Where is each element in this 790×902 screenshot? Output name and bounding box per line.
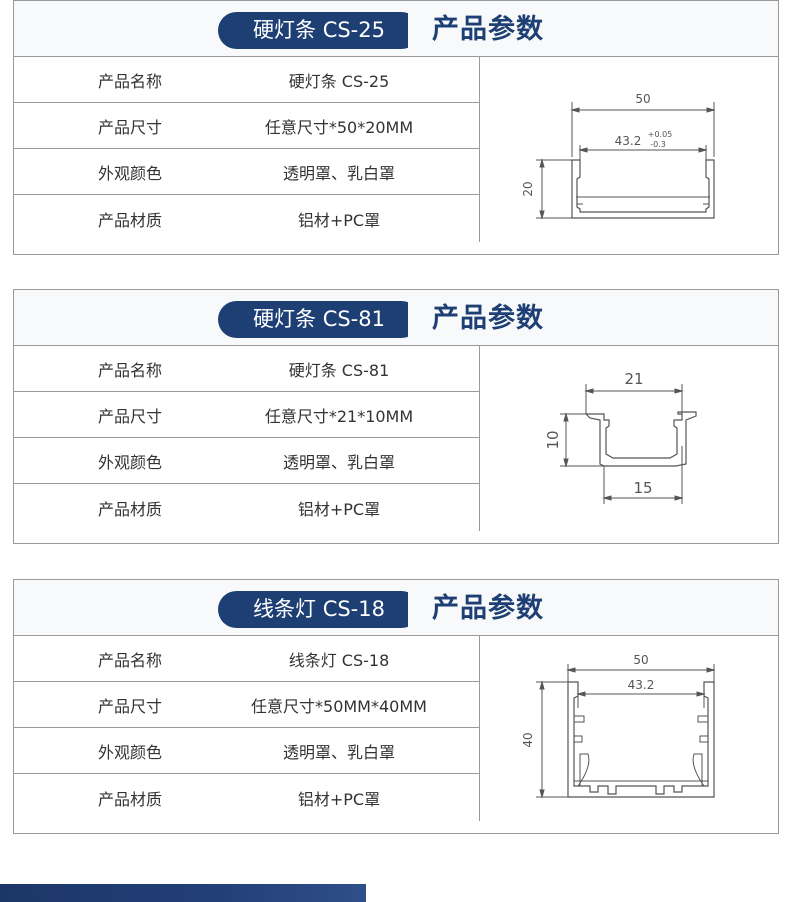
section-title: 产品参数 xyxy=(432,14,544,45)
dim-inner: 43.2 xyxy=(615,134,642,148)
dim-width: 50 xyxy=(633,653,648,667)
dim-tol-plus: +0.05 xyxy=(648,130,673,139)
dim-height: 20 xyxy=(521,181,535,196)
table-row: 产品材质 铝材+PC罩 xyxy=(14,195,479,242)
product-name-pill: 硬灯条 CS-81 xyxy=(218,301,420,338)
row-label: 外观颜色 xyxy=(97,742,162,762)
bottom-banner-bar xyxy=(0,884,366,902)
table-row: 产品尺寸 任意尺寸*21*10MM xyxy=(14,392,479,438)
dim-width: 21 xyxy=(624,370,643,388)
table-row: 产品材质 铝材+PC罩 xyxy=(14,774,479,821)
product-block-cs81: 硬灯条 CS-81 产品参数 产品名称 硬灯条 CS-81 产品尺寸 任意尺寸*… xyxy=(13,289,779,544)
spec-table: 产品名称 硬灯条 CS-81 产品尺寸 任意尺寸*21*10MM 外观颜色 透明… xyxy=(14,346,480,531)
block-header: 线条灯 CS-18 产品参数 xyxy=(14,580,778,636)
block-header: 硬灯条 CS-81 产品参数 xyxy=(14,290,778,346)
table-row: 产品尺寸 任意尺寸*50MM*40MM xyxy=(14,682,479,728)
profile-diagram: 50 43.2 40 xyxy=(480,636,778,821)
profile-drawing-cs25: 50 43.2 +0.05 -0.3 20 xyxy=(521,92,716,220)
table-row: 外观颜色 透明罩、乳白罩 xyxy=(14,438,479,484)
block-header: 硬灯条 CS-25 产品参数 xyxy=(14,1,778,57)
section-title: 产品参数 xyxy=(432,303,544,334)
product-name-pill: 线条灯 CS-18 xyxy=(218,591,420,628)
table-row: 产品尺寸 任意尺寸*50*20MM xyxy=(14,103,479,149)
row-label: 外观颜色 xyxy=(97,163,162,183)
row-value: 任意尺寸*21*10MM xyxy=(264,406,414,426)
dim-height: 40 xyxy=(521,732,535,747)
table-row: 产品名称 硬灯条 CS-25 xyxy=(14,57,479,103)
spec-table: 产品名称 线条灯 CS-18 产品尺寸 任意尺寸*50MM*40MM 外观颜色 … xyxy=(14,636,480,821)
product-name-pill: 硬灯条 CS-25 xyxy=(218,12,420,49)
table-row: 产品名称 硬灯条 CS-81 xyxy=(14,346,479,392)
row-value: 线条灯 CS-18 xyxy=(288,650,390,670)
profile-drawing-cs18: 50 43.2 40 xyxy=(521,653,716,799)
row-value: 铝材+PC罩 xyxy=(297,789,381,809)
section-title: 产品参数 xyxy=(432,593,544,624)
row-value: 硬灯条 CS-81 xyxy=(288,360,390,380)
product-block-cs18: 线条灯 CS-18 产品参数 产品名称 线条灯 CS-18 产品尺寸 任意尺寸*… xyxy=(13,579,779,834)
table-row: 产品材质 铝材+PC罩 xyxy=(14,484,479,531)
row-label: 产品尺寸 xyxy=(97,117,162,137)
row-label: 产品名称 xyxy=(97,650,162,670)
dim-bottom: 15 xyxy=(633,479,652,497)
row-label: 产品材质 xyxy=(97,210,162,230)
spec-table: 产品名称 硬灯条 CS-25 产品尺寸 任意尺寸*50*20MM 外观颜色 透明… xyxy=(14,57,480,242)
row-value: 任意尺寸*50MM*40MM xyxy=(251,696,427,716)
row-value: 任意尺寸*50*20MM xyxy=(264,117,414,137)
profile-diagram: 50 43.2 +0.05 -0.3 20 xyxy=(480,57,778,242)
table-row: 外观颜色 透明罩、乳白罩 xyxy=(14,149,479,195)
row-value: 透明罩、乳白罩 xyxy=(282,452,395,472)
row-label: 产品尺寸 xyxy=(97,406,162,426)
row-value: 铝材+PC罩 xyxy=(297,210,381,230)
row-label: 产品名称 xyxy=(97,360,162,380)
product-block-cs25: 硬灯条 CS-25 产品参数 产品名称 硬灯条 CS-25 产品尺寸 任意尺寸*… xyxy=(13,0,779,255)
row-label: 产品尺寸 xyxy=(97,696,162,716)
table-row: 外观颜色 透明罩、乳白罩 xyxy=(14,728,479,774)
dim-tol-minus: -0.3 xyxy=(650,140,666,149)
dim-height: 10 xyxy=(544,430,562,449)
row-value: 透明罩、乳白罩 xyxy=(282,163,395,183)
dim-width: 50 xyxy=(635,92,650,106)
profile-diagram: 21 10 15 xyxy=(480,346,778,531)
dim-inner: 43.2 xyxy=(628,678,655,692)
row-label: 产品材质 xyxy=(97,789,162,809)
row-value: 硬灯条 CS-25 xyxy=(288,71,390,91)
row-value: 铝材+PC罩 xyxy=(297,499,381,519)
row-label: 产品材质 xyxy=(97,499,162,519)
row-label: 外观颜色 xyxy=(97,452,162,472)
row-value: 透明罩、乳白罩 xyxy=(282,742,395,762)
profile-drawing-cs81: 21 10 15 xyxy=(544,370,697,504)
table-row: 产品名称 线条灯 CS-18 xyxy=(14,636,479,682)
row-label: 产品名称 xyxy=(97,71,162,91)
